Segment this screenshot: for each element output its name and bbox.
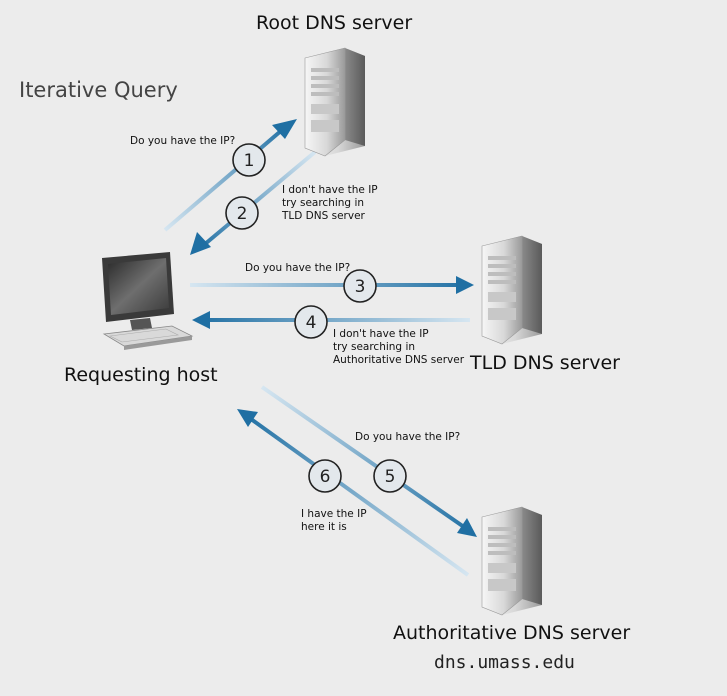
requesting-host-label: Requesting host [64, 364, 218, 386]
root-server-icon [304, 47, 365, 157]
root-server-label: Root DNS server [256, 12, 413, 34]
arrow-2 [190, 150, 317, 255]
step-4-message: I don't have the IP try searching in Aut… [333, 328, 465, 366]
step-6-message: I have the IP here it is [301, 508, 367, 533]
step-circle-3: 3 [343, 269, 377, 303]
arrow-6 [237, 409, 470, 577]
step-1-message: Do you have the IP? [130, 135, 236, 147]
computer-icon [102, 252, 194, 350]
authoritative-server-icon [481, 506, 542, 616]
tld-server-icon [481, 235, 542, 345]
arrow-5 [260, 385, 477, 537]
authoritative-server-domain: dns.umass.edu [434, 652, 575, 673]
step-circle-1: 1 [232, 143, 266, 177]
tld-server-label: TLD DNS server [470, 352, 620, 374]
step-circle-4: 4 [294, 305, 328, 339]
arrow-3 [190, 276, 474, 294]
step-3-message: Do you have the IP? [245, 262, 351, 274]
arrow-4 [192, 311, 470, 329]
diagram-title: Iterative Query [19, 78, 178, 102]
step-circle-2: 2 [225, 196, 259, 230]
step-5-message: Do you have the IP? [355, 431, 461, 443]
step-circle-5: 5 [373, 459, 407, 493]
step-2-message: I don't have the IP try searching in TLD… [282, 184, 378, 222]
step-number-6: 6 [320, 467, 331, 487]
step-number-1: 1 [244, 151, 255, 171]
arrow-1 [163, 119, 297, 232]
step-circle-6: 6 [308, 459, 342, 493]
step-number-4: 4 [306, 313, 317, 333]
authoritative-server-label: Authoritative DNS server [393, 622, 631, 644]
step-number-2: 2 [237, 204, 248, 224]
step-number-3: 3 [355, 277, 366, 297]
step-number-5: 5 [385, 467, 396, 487]
